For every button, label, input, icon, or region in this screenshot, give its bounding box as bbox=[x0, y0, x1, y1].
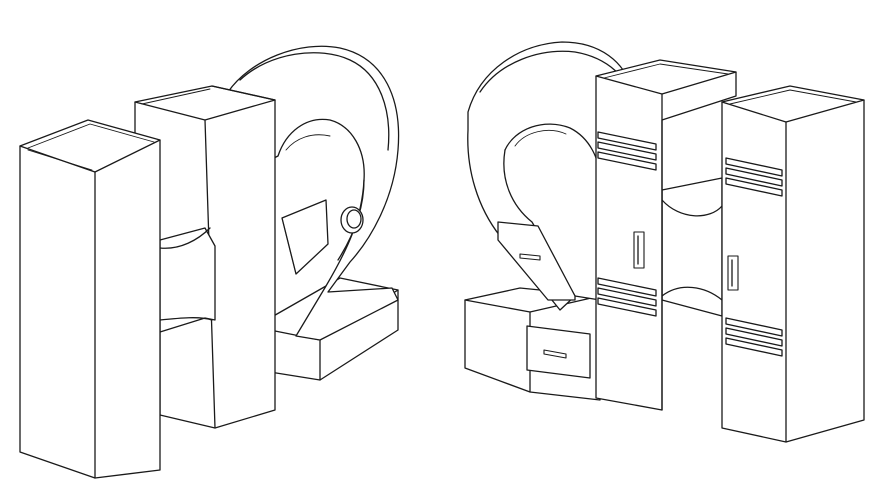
left-letter-h bbox=[19, 85, 276, 479]
drawer-icon bbox=[526, 325, 591, 379]
vent-louvers-icon bbox=[597, 277, 657, 317]
door-handle-icon bbox=[633, 231, 645, 269]
door-handle-icon bbox=[727, 255, 739, 291]
vent-louvers-icon bbox=[597, 131, 657, 171]
right-h-crossbar bbox=[661, 177, 723, 317]
vent-louvers-icon bbox=[725, 317, 783, 357]
right-view-2h bbox=[464, 41, 865, 443]
left-view-h2 bbox=[19, 45, 400, 479]
round-knob-icon bbox=[340, 206, 364, 234]
right-h-left-post bbox=[595, 59, 737, 411]
right-numeral-2 bbox=[464, 41, 633, 401]
right-h-right-post bbox=[721, 85, 865, 443]
left-h-front-post bbox=[19, 119, 161, 479]
vent-louvers-icon bbox=[725, 157, 783, 197]
right-letter-h bbox=[595, 59, 865, 443]
